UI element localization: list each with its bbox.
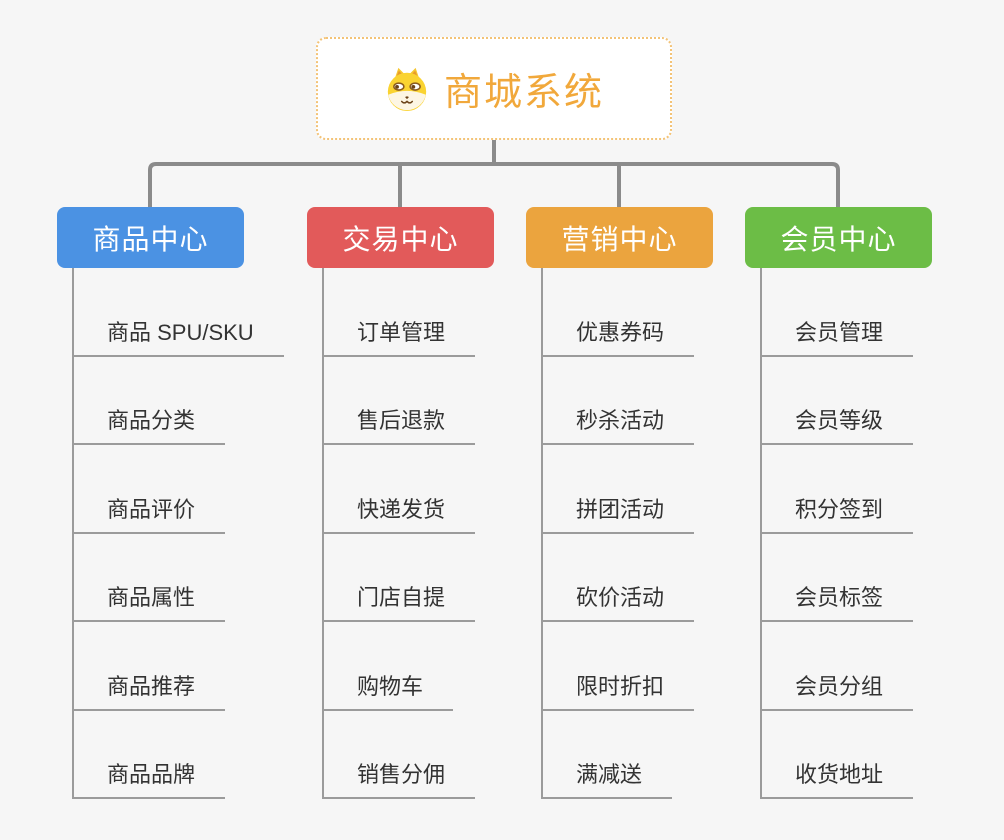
topic-item-label: 会员分组 — [761, 669, 914, 711]
topic-item-label: 限时折扣 — [542, 669, 695, 711]
branch-node-trade-center[interactable]: 交易中心 — [307, 207, 494, 268]
topic-item-label: 秒杀活动 — [542, 403, 695, 445]
topic-item-label: 优惠券码 — [542, 315, 695, 357]
topic-item[interactable]: 限时折扣 — [526, 622, 713, 711]
branch-list: 优惠券码 秒杀活动 拼团活动 砍价活动 限时折扣 满减送 — [526, 268, 713, 799]
topic-item[interactable]: 订单管理 — [307, 268, 494, 357]
topic-item[interactable]: 售后退款 — [307, 357, 494, 445]
branch-column-product-center: 商品中心 商品 SPU/SKU 商品分类 商品评价 商品属性 商品推荐 商品品牌 — [57, 207, 284, 799]
branch-column-member-center: 会员中心 会员管理 会员等级 积分签到 会员标签 会员分组 收货地址 — [745, 207, 932, 799]
topic-item-label: 会员标签 — [761, 580, 914, 622]
topic-item-label: 商品属性 — [73, 580, 226, 622]
branch-node-member-center[interactable]: 会员中心 — [745, 207, 932, 268]
topic-item-label: 会员管理 — [761, 315, 914, 357]
topic-item[interactable]: 商品属性 — [57, 534, 244, 622]
branch-node-marketing-center[interactable]: 营销中心 — [526, 207, 713, 268]
topic-item[interactable]: 满减送 — [526, 711, 713, 799]
dog-face-icon — [384, 66, 430, 112]
topic-item[interactable]: 拼团活动 — [526, 445, 713, 534]
topic-item-label: 购物车 — [323, 669, 454, 711]
topic-item-label: 商品分类 — [73, 403, 226, 445]
branch-list: 商品 SPU/SKU 商品分类 商品评价 商品属性 商品推荐 商品品牌 — [57, 268, 284, 799]
topic-item[interactable]: 收货地址 — [745, 711, 932, 799]
topic-item-label: 快递发货 — [323, 492, 476, 534]
topic-item[interactable]: 购物车 — [307, 622, 494, 711]
branch-list: 订单管理 售后退款 快递发货 门店自提 购物车 销售分佣 — [307, 268, 494, 799]
topic-item[interactable]: 销售分佣 — [307, 711, 494, 799]
topic-item[interactable]: 会员标签 — [745, 534, 932, 622]
topic-item[interactable]: 商品推荐 — [57, 622, 244, 711]
root-node[interactable]: 商城系统 — [316, 37, 672, 140]
branch-spine-line — [541, 268, 543, 799]
branch-rail-line — [148, 162, 840, 208]
topic-item[interactable]: 快递发货 — [307, 445, 494, 534]
topic-item-label: 会员等级 — [761, 403, 914, 445]
topic-item-label: 积分签到 — [761, 492, 914, 534]
topic-item[interactable]: 优惠券码 — [526, 268, 713, 357]
topic-item-label: 商品品牌 — [73, 757, 226, 799]
topic-item-label: 拼团活动 — [542, 492, 695, 534]
topic-item[interactable]: 砍价活动 — [526, 534, 713, 622]
topic-item[interactable]: 门店自提 — [307, 534, 494, 622]
topic-item-label: 售后退款 — [323, 403, 476, 445]
branch-spine-line — [72, 268, 74, 799]
topic-item-label: 商品评价 — [73, 492, 226, 534]
topic-item[interactable]: 商品品牌 — [57, 711, 244, 799]
topic-item[interactable]: 秒杀活动 — [526, 357, 713, 445]
topic-item[interactable]: 会员等级 — [745, 357, 932, 445]
branch-spine-line — [322, 268, 324, 799]
branch-spine-line — [760, 268, 762, 799]
topic-item[interactable]: 商品 SPU/SKU — [57, 268, 284, 357]
topic-item[interactable]: 商品评价 — [57, 445, 244, 534]
branch-node-product-center[interactable]: 商品中心 — [57, 207, 244, 268]
topic-item-label: 收货地址 — [761, 757, 914, 799]
branch-list: 会员管理 会员等级 积分签到 会员标签 会员分组 收货地址 — [745, 268, 932, 799]
topic-item-label: 订单管理 — [323, 315, 476, 357]
branch-column-trade-center: 交易中心 订单管理 售后退款 快递发货 门店自提 购物车 销售分佣 — [307, 207, 494, 799]
topic-item-label: 销售分佣 — [323, 757, 476, 799]
root-title: 商城系统 — [443, 72, 604, 114]
topic-item-label: 门店自提 — [323, 580, 476, 622]
topic-item-label: 满减送 — [542, 757, 673, 799]
topic-item-label: 商品 SPU/SKU — [73, 315, 284, 357]
topic-item-label: 商品推荐 — [73, 669, 226, 711]
topic-item[interactable]: 商品分类 — [57, 357, 244, 445]
topic-item[interactable]: 积分签到 — [745, 445, 932, 534]
topic-item[interactable]: 会员管理 — [745, 268, 932, 357]
branch-column-marketing-center: 营销中心 优惠券码 秒杀活动 拼团活动 砍价活动 限时折扣 满减送 — [526, 207, 713, 799]
topic-item-label: 砍价活动 — [542, 580, 695, 622]
topic-item[interactable]: 会员分组 — [745, 622, 932, 711]
